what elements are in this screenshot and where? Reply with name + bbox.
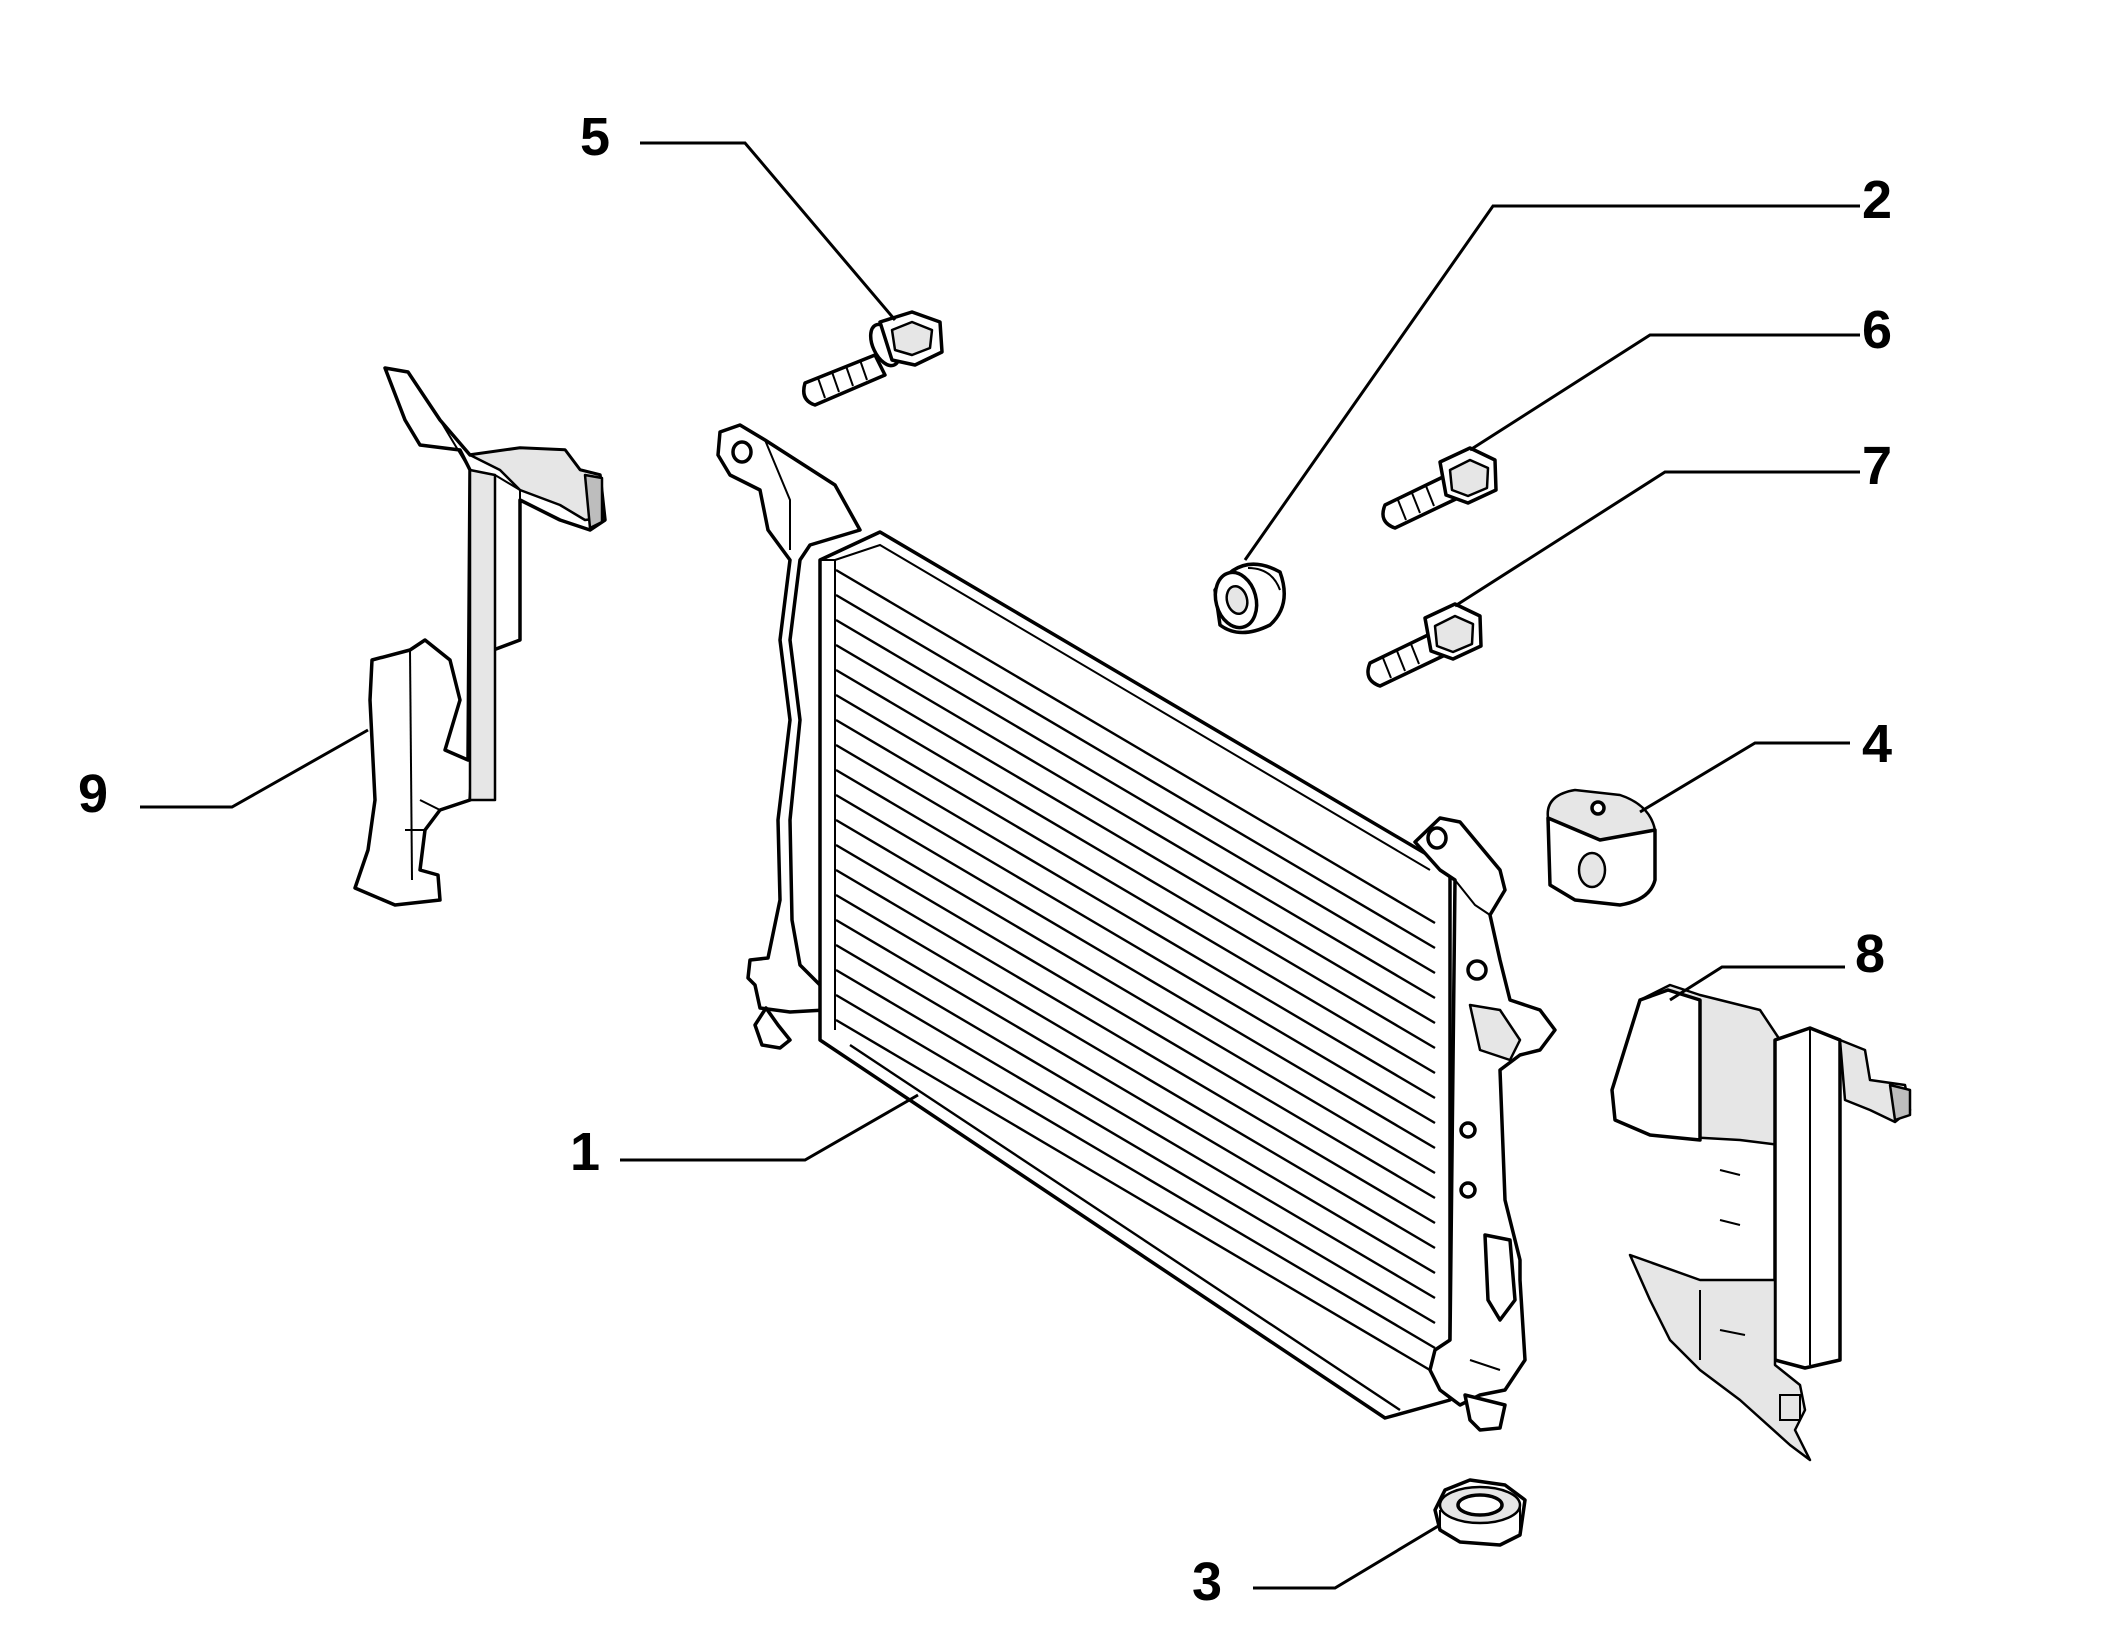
rubber-pad-part xyxy=(1546,788,1657,907)
callout-2: 2 xyxy=(1862,170,1892,230)
callout-3: 3 xyxy=(1192,1552,1222,1612)
callout-1: 1 xyxy=(570,1122,600,1182)
radiator-part xyxy=(716,423,1557,1432)
callout-6: 6 xyxy=(1862,300,1892,360)
leader-line-8 xyxy=(1669,965,1845,1002)
leader-line-2 xyxy=(1243,204,1860,561)
bolt-top-part xyxy=(802,310,944,407)
callout-4: 4 xyxy=(1862,714,1892,774)
right-air-deflector-part xyxy=(1610,983,1912,1462)
leader-line-9 xyxy=(140,728,369,809)
leader-line-1 xyxy=(620,1093,919,1162)
leader-line-5 xyxy=(640,141,897,321)
callout-7: 7 xyxy=(1862,436,1892,496)
bolt-upper-part xyxy=(1381,446,1498,530)
leader-lines xyxy=(140,141,1860,1590)
lower-mount-part xyxy=(1433,1478,1527,1547)
grommet-part xyxy=(1213,562,1286,635)
callout-labels: 1 2 3 4 5 6 7 8 9 xyxy=(78,107,1892,1612)
callout-5: 5 xyxy=(580,107,610,167)
left-air-deflector-part xyxy=(353,366,607,907)
callout-9: 9 xyxy=(78,764,108,824)
radiator-core-fins xyxy=(835,568,1436,1411)
leader-line-7 xyxy=(1454,470,1860,608)
leader-line-3 xyxy=(1253,1523,1441,1590)
leader-line-4 xyxy=(1639,741,1850,814)
bolt-lower-part xyxy=(1366,602,1483,688)
leader-line-6 xyxy=(1469,333,1860,452)
callout-8: 8 xyxy=(1855,924,1885,984)
